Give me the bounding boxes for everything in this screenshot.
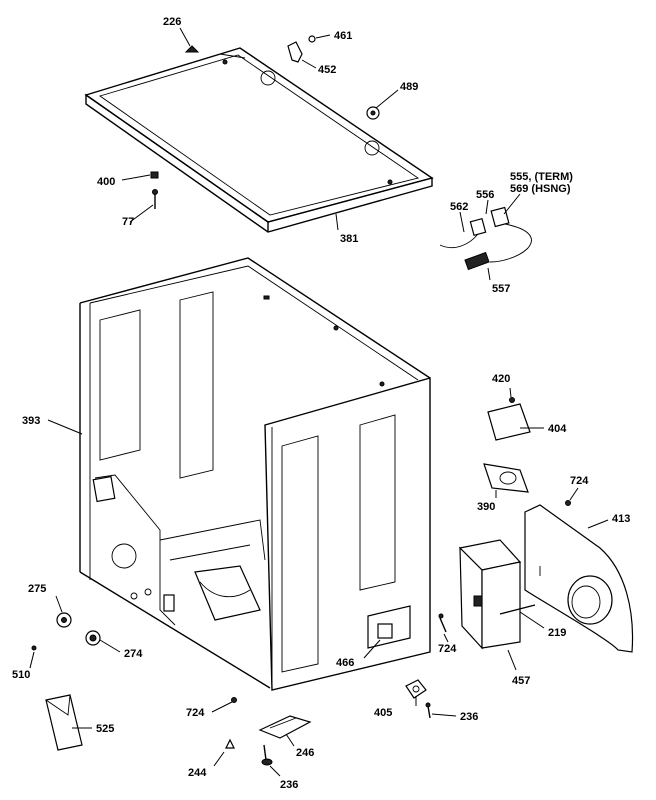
- part-274: [85, 630, 101, 646]
- label-390: 390: [477, 501, 495, 513]
- cabinet: [79, 257, 431, 691]
- label-569: 569 (HSNG): [510, 183, 571, 195]
- label-724b: 724: [186, 707, 205, 719]
- part-219-rod: [499, 604, 536, 615]
- label-275: 275: [28, 583, 46, 595]
- part-510: [31, 645, 37, 651]
- label-400: 400: [97, 176, 115, 188]
- label-420: 420: [492, 373, 510, 385]
- label-562: 562: [450, 201, 468, 213]
- top-panel: [84, 47, 434, 233]
- part-77: [152, 189, 158, 209]
- part-457-box: [458, 539, 522, 650]
- part-236-foot-a: [261, 744, 273, 766]
- leader-lines: [29, 27, 609, 777]
- label-236a: 236: [280, 779, 298, 791]
- label-724a: 724: [570, 475, 589, 487]
- part-724-screw-c: [438, 613, 447, 633]
- label-461: 461: [334, 30, 352, 42]
- label-77: 77: [122, 216, 134, 228]
- label-555: 555, (TERM): [510, 171, 573, 183]
- part-525-bag: [45, 694, 83, 751]
- part-244: [225, 738, 235, 749]
- label-404: 404: [548, 423, 567, 435]
- part-420: [509, 397, 515, 403]
- label-405: 405: [374, 707, 392, 719]
- terminal-housing-assembly: [439, 206, 532, 271]
- label-246: 246: [296, 747, 314, 759]
- label-236b: 236: [460, 711, 478, 723]
- label-525: 525: [96, 723, 114, 735]
- part-461: [308, 35, 316, 43]
- label-724c: 724: [438, 643, 457, 655]
- label-413: 413: [612, 513, 630, 525]
- label-556: 556: [476, 189, 494, 201]
- label-274: 274: [124, 648, 143, 660]
- label-381: 381: [340, 233, 358, 245]
- part-405: [405, 679, 427, 699]
- part-724-screw-a: [565, 500, 571, 506]
- part-246-bracket: [258, 715, 312, 739]
- part-275: [56, 612, 72, 628]
- label-457: 457: [512, 675, 530, 687]
- part-404-plate: [487, 403, 531, 441]
- part-236-foot-b: [425, 702, 431, 719]
- label-393: 393: [22, 415, 40, 427]
- part-labels: 226 461 452 489 400 77 381 555, (TERM) 5…: [12, 16, 630, 791]
- label-244: 244: [188, 767, 207, 779]
- part-413-front-panel: [524, 504, 634, 653]
- label-489: 489: [400, 81, 418, 93]
- label-466: 466: [336, 657, 354, 669]
- label-226: 226: [163, 16, 181, 28]
- part-390-gasket: [483, 463, 529, 493]
- label-557: 557: [492, 283, 510, 295]
- label-219: 219: [548, 627, 566, 639]
- part-452: [287, 41, 303, 63]
- label-452: 452: [318, 64, 336, 76]
- label-510: 510: [12, 669, 30, 681]
- part-724-screw-b: [231, 697, 237, 703]
- part-400: [150, 171, 159, 179]
- part-489: [366, 106, 380, 120]
- part-226: [184, 45, 200, 53]
